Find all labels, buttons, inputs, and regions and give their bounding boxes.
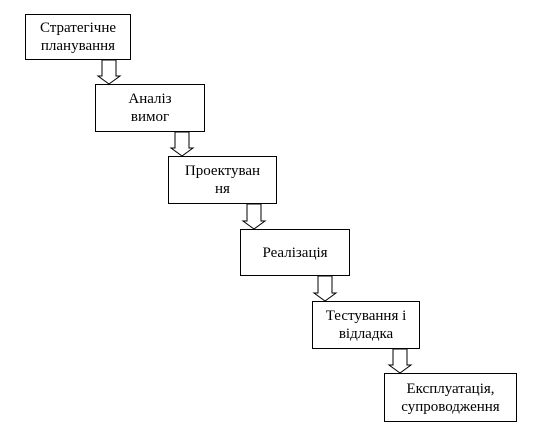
step-implementation: Реалізація [240, 229, 350, 276]
arrow-4 [312, 275, 338, 302]
step-requirements-analysis: Аналіз вимог [95, 84, 205, 132]
step-operation-maintenance-line-2: супроводження [401, 398, 500, 415]
step-requirements-analysis-line-2: вимог [130, 109, 170, 125]
step-design: Проектуван ня [168, 156, 277, 204]
step-operation-maintenance: Експлуатація, супроводження [384, 373, 517, 422]
arrow-2 [169, 131, 195, 157]
arrow-1 [96, 59, 122, 85]
arrow-3 [241, 203, 267, 230]
step-design-line-1: Проектуван [184, 163, 261, 179]
step-operation-maintenance-line-1: Експлуатація, [406, 380, 495, 397]
step-testing-debugging-line-2: відладка [338, 326, 394, 342]
step-implementation-line-1: Реалізація [262, 244, 328, 261]
step-strategic-planning-line-1: Стратегічне [39, 20, 117, 36]
step-strategic-planning: Стратегічне планування [25, 14, 131, 60]
step-testing-debugging-line-1: Тестування і [325, 308, 407, 324]
step-requirements-analysis-line-1: Аналіз [128, 91, 172, 107]
step-strategic-planning-line-2: планування [40, 38, 116, 54]
arrow-5 [387, 348, 413, 374]
step-design-line-2: ня [215, 181, 230, 197]
step-testing-debugging: Тестування і відладка [312, 301, 420, 349]
